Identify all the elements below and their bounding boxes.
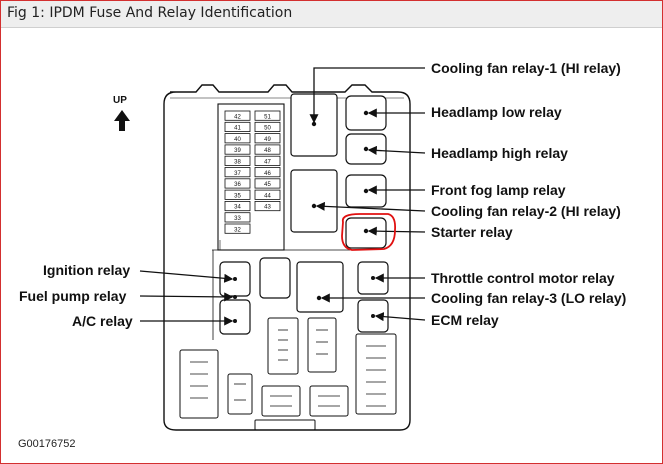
fuse-number: 34: [234, 205, 241, 211]
fuse-number: 48: [264, 148, 271, 154]
label-fuel-pump-relay: Fuel pump relay: [19, 288, 127, 304]
fuse-cell: [254, 200, 281, 212]
fuse-number: 40: [234, 137, 241, 143]
fuse-cell: [254, 133, 281, 144]
fuse-number: 39: [234, 148, 241, 154]
fuse-cell: [224, 178, 251, 189]
relays: [219, 93, 389, 335]
label-ignition-relay: Ignition relay: [43, 262, 130, 278]
label-cooling-fan-relay-3: Cooling fan relay-3 (LO relay): [431, 290, 626, 306]
fuse-cell: [254, 121, 281, 133]
fuse-cells: 42 51 41 50 40 49 39 48 38 47 37 46 36 45 35 44 34 43 33 32: [224, 110, 281, 234]
starter-relay-highlight: [341, 213, 397, 251]
fuse-number: 49: [264, 137, 271, 143]
fuse-number: 42: [234, 114, 241, 120]
label-throttle-control-motor-relay: Throttle control motor relay: [431, 270, 615, 286]
fuse-cell: [224, 121, 251, 133]
label-starter-relay: Starter relay: [431, 224, 513, 240]
figure-title: Fig 1: IPDM Fuse And Relay Identificatio…: [7, 5, 293, 21]
fuse-cell: [224, 212, 251, 223]
label-cooling-fan-relay-2: Cooling fan relay-2 (HI relay): [431, 203, 621, 219]
fuse-number: 32: [234, 227, 241, 233]
fuse-number: 38: [234, 160, 241, 166]
connector-pins: [190, 329, 386, 407]
figure-title-bar: Fig 1: IPDM Fuse And Relay Identificatio…: [1, 1, 662, 28]
fuse-cell: [254, 144, 281, 155]
fuse-number: 44: [264, 193, 271, 199]
fuse-cell: [224, 144, 251, 155]
label-front-fog-lamp-relay: Front fog lamp relay: [431, 182, 566, 198]
fuse-number: 36: [234, 182, 241, 188]
fuse-cell: [254, 110, 281, 121]
label-ac-relay: A/C relay: [72, 313, 133, 329]
cooling-fan-relay-3: [296, 261, 344, 313]
fuse-number: 43: [264, 205, 271, 211]
fuse-cell: [224, 200, 251, 212]
fuse-number: 37: [234, 171, 241, 177]
ac-relay: [219, 299, 251, 335]
fuse-cell: [224, 133, 251, 144]
fuse-cell: [224, 223, 251, 234]
fuse-cell: [224, 110, 251, 121]
fuse-number: 50: [264, 126, 271, 132]
label-headlamp-low-relay: Headlamp low relay: [431, 104, 562, 120]
up-label: UP: [113, 95, 127, 106]
fuse-number: 47: [264, 160, 271, 166]
connectors: [179, 317, 397, 431]
up-arrow-icon: [114, 110, 130, 131]
fuse-number: 35: [234, 193, 241, 199]
fuse-cell: [254, 189, 281, 200]
leader-lines: [139, 67, 426, 326]
label-ecm-relay: ECM relay: [431, 312, 499, 328]
figure-code: G00176752: [18, 438, 76, 450]
fuse-number: 46: [264, 171, 271, 177]
fuse-number: 45: [264, 182, 271, 188]
relay-dots: [233, 110, 375, 323]
fuse-cell: [224, 189, 251, 200]
fuse-number: 33: [234, 216, 241, 222]
label-cooling-fan-relay-1: Cooling fan relay-1 (HI relay): [431, 60, 621, 76]
fuse-cell: [254, 178, 281, 189]
label-headlamp-high-relay: Headlamp high relay: [431, 145, 568, 161]
fuse-cell: [254, 167, 281, 178]
fuse-number: 41: [234, 126, 241, 132]
fuse-block: [217, 103, 285, 251]
fuse-number: 51: [264, 114, 271, 120]
cooling-fan-relay-2: [290, 169, 338, 233]
fuse-cell: [224, 167, 251, 178]
fuel-pump-relay: [259, 257, 291, 299]
fuse-cell: [224, 155, 251, 166]
fuse-cell: [254, 155, 281, 166]
